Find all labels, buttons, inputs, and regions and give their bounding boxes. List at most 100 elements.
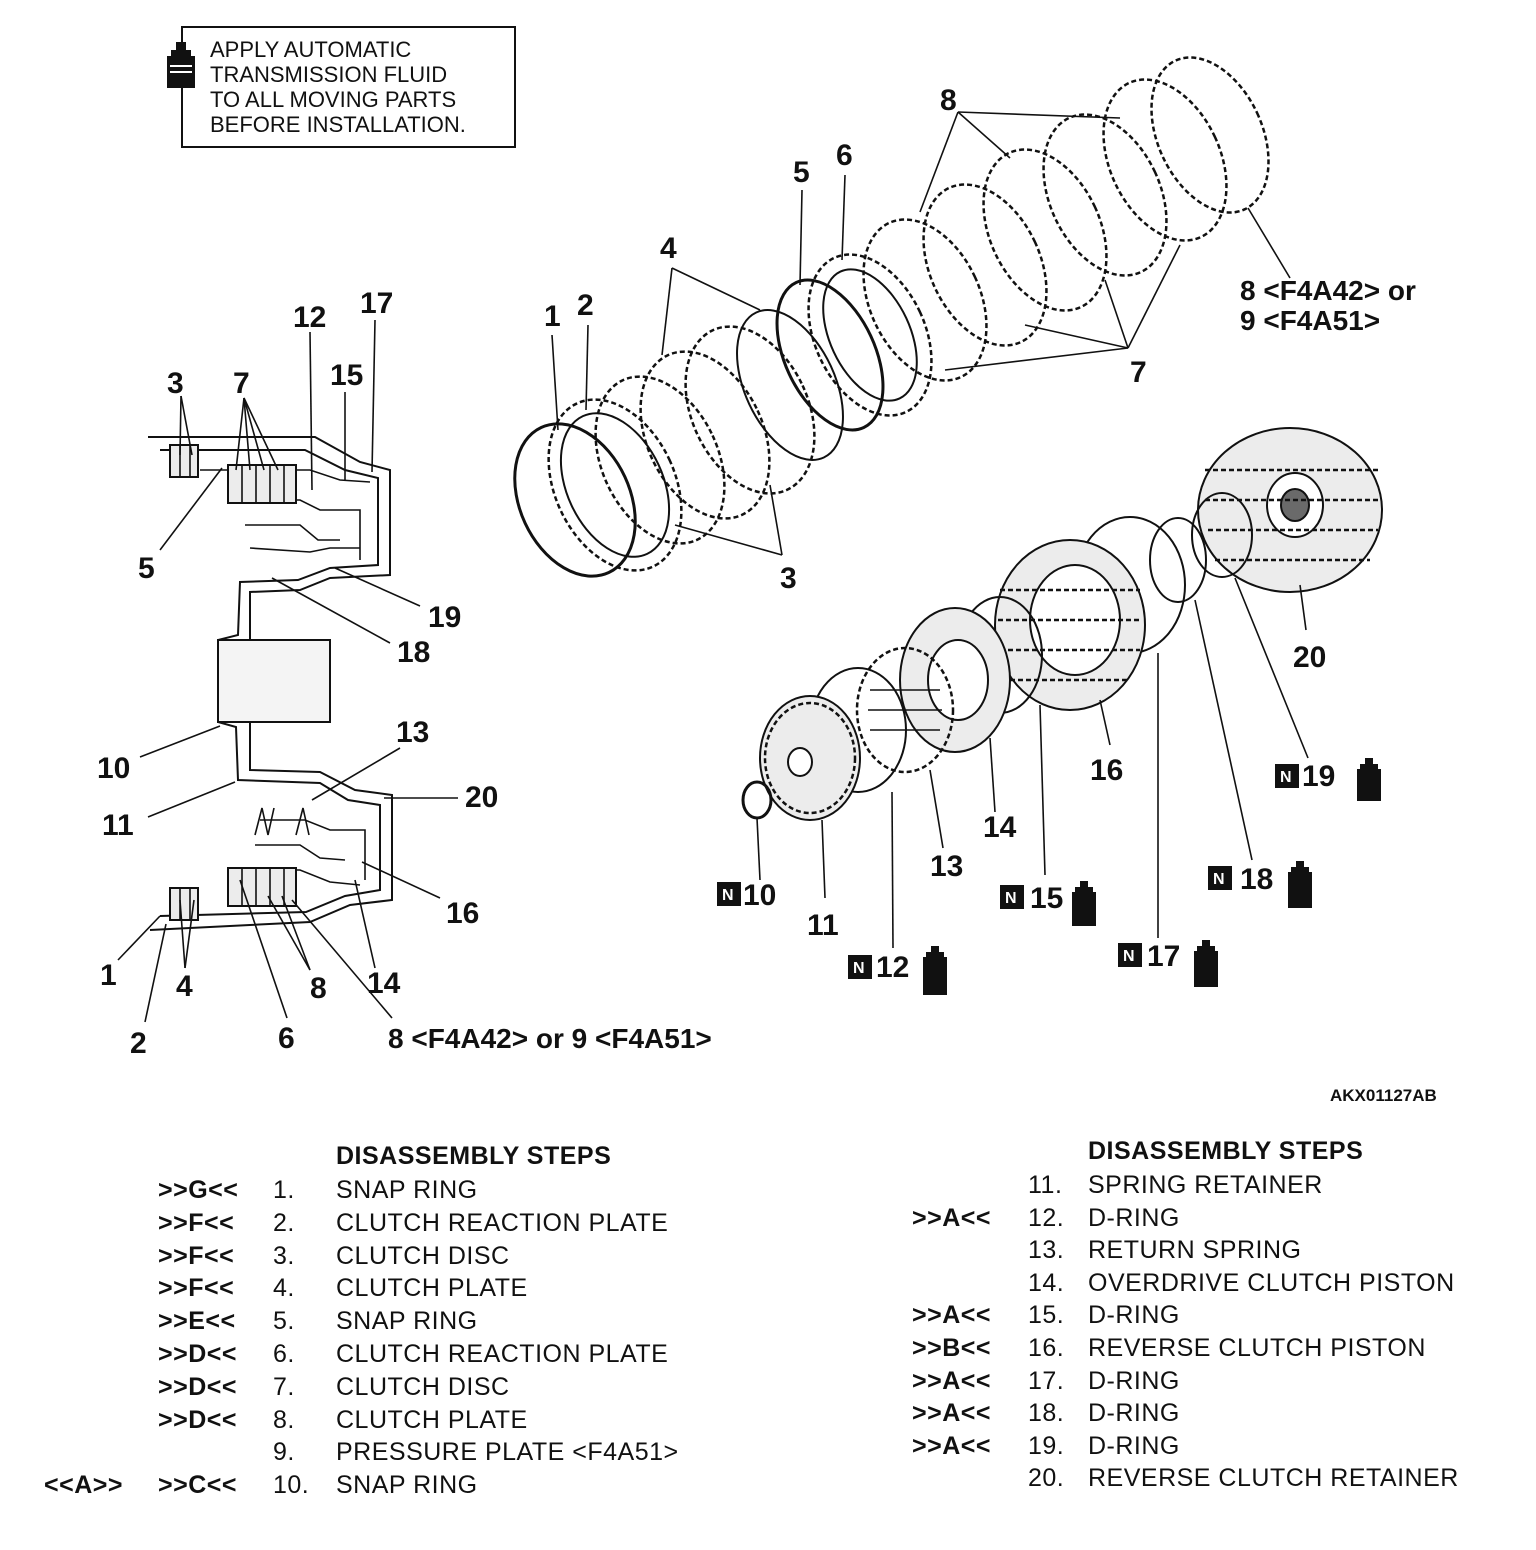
svg-text:19: 19 xyxy=(1302,760,1335,793)
note-line-4: BEFORE INSTALLATION. xyxy=(210,112,466,137)
cross-section-view xyxy=(117,319,458,1023)
svg-text:N: N xyxy=(1280,769,1292,786)
step-ref: >>A<< xyxy=(912,1399,991,1428)
callout-18-exploded: N 18 xyxy=(1208,861,1312,908)
step-number: 10. xyxy=(273,1471,310,1500)
callout-5-section: 5 xyxy=(138,552,155,585)
callout-20-exploded: 20 xyxy=(1293,641,1326,674)
step-row: 9. PRESSURE PLATE <F4A51> xyxy=(0,1438,760,1470)
step-number: 1. xyxy=(273,1176,295,1204)
step-row: >>D<<7.CLUTCH DISC xyxy=(0,1373,760,1405)
step-number: 11. xyxy=(1028,1171,1063,1199)
callout-11-section: 11 xyxy=(102,809,134,842)
step-ref: >>F<< xyxy=(158,1274,235,1303)
callout-16-exploded: 16 xyxy=(1090,754,1123,787)
svg-text:18: 18 xyxy=(1240,863,1273,896)
callout-12-section: 12 xyxy=(293,301,326,334)
callout-18-section: 18 xyxy=(397,636,430,669)
disassembly-steps-right: DISASSEMBLY STEPS 11.SPRING RETAINER>>A<… xyxy=(760,1135,1530,1505)
step-row: >>A<<17.D-RING xyxy=(760,1367,1530,1399)
step-number: 4. xyxy=(273,1274,295,1303)
callout-4-section: 4 xyxy=(176,970,193,1003)
step-row: >>D<<8.CLUTCH PLATE xyxy=(0,1406,760,1438)
step-row: 20.REVERSE CLUTCH RETAINER xyxy=(760,1464,1530,1496)
callout-13-exploded: 13 xyxy=(930,850,963,883)
clutch-pack-exploded xyxy=(513,56,1291,578)
callout-16-section: 16 xyxy=(446,897,479,930)
svg-text:N: N xyxy=(1005,890,1017,907)
svg-text:12: 12 xyxy=(876,951,909,984)
fluid-bottle-icon xyxy=(923,946,947,995)
svg-text:N: N xyxy=(722,887,734,904)
step-ref: >>B<< xyxy=(912,1334,991,1362)
steps-title-left: DISASSEMBLY STEPS xyxy=(336,1142,612,1170)
atf-note-box: APPLY AUTOMATIC TRANSMISSION FLUID TO AL… xyxy=(167,26,516,148)
note-line-1: APPLY AUTOMATIC xyxy=(210,37,411,62)
step-name: CLUTCH REACTION PLATE xyxy=(336,1340,669,1368)
step-name: RETURN SPRING xyxy=(1088,1236,1302,1265)
callout-1-exploded: 1 xyxy=(544,300,561,333)
fluid-bottle-icon xyxy=(167,42,195,88)
step-number: 13. xyxy=(1028,1236,1065,1265)
step-name: SPRING RETAINER xyxy=(1088,1171,1323,1199)
callout-19-section: 19 xyxy=(428,601,461,634)
callout-3-exploded: 3 xyxy=(780,562,797,595)
callout-7-exploded: 7 xyxy=(1130,356,1147,389)
callout-11-exploded: 11 xyxy=(807,909,839,942)
step-name: PRESSURE PLATE <F4A51> xyxy=(336,1438,679,1467)
step-name: CLUTCH PLATE xyxy=(336,1405,528,1434)
step-name: D-RING xyxy=(1088,1399,1180,1428)
callout-6-exploded: 6 xyxy=(836,139,853,172)
variant-note-top-line2: 9 <F4A51> xyxy=(1240,305,1380,336)
step-row: 11. SPRING RETAINER xyxy=(760,1171,1530,1203)
step-ref-secondary: <<A>> xyxy=(44,1471,123,1500)
step-row: >>F<<2.CLUTCH REACTION PLATE xyxy=(0,1209,760,1241)
callout-5-exploded: 5 xyxy=(793,156,810,189)
fluid-bottle-icon xyxy=(1357,758,1381,801)
callout-12-exploded: N 12 xyxy=(848,946,947,995)
step-ref: >>D<< xyxy=(158,1372,237,1401)
callout-17-exploded: N 17 xyxy=(1118,940,1218,987)
callout-3-section: 3 xyxy=(167,367,184,400)
callout-2-section: 2 xyxy=(130,1027,147,1060)
step-name: D-RING xyxy=(1088,1203,1180,1232)
step-number: 6. xyxy=(273,1340,295,1368)
callout-20-section: 20 xyxy=(465,781,498,814)
callout-15-section: 15 xyxy=(330,359,363,392)
svg-text:15: 15 xyxy=(1030,882,1063,915)
step-name: CLUTCH DISC xyxy=(336,1241,510,1270)
step-name: SNAP RING xyxy=(336,1307,478,1336)
step-name: SNAP RING xyxy=(336,1176,478,1204)
callout-10-exploded: N 10 xyxy=(717,879,776,912)
step-ref: >>C<< xyxy=(158,1471,237,1500)
step-number: 9. xyxy=(273,1438,295,1467)
svg-text:N: N xyxy=(1213,871,1225,888)
variant-note-bottom: 8 <F4A42> or 9 <F4A51> xyxy=(388,1023,712,1054)
disassembly-steps-left: DISASSEMBLY STEPS >>G<< 1. SNAP RING >>F<<2… xyxy=(0,1140,760,1510)
exploded-view-diagram: APPLY AUTOMATIC TRANSMISSION FLUID TO AL… xyxy=(97,26,1437,1105)
step-number: 5. xyxy=(273,1307,295,1336)
step-number: 8. xyxy=(273,1405,295,1434)
callout-14-section: 14 xyxy=(367,967,401,1000)
step-name: CLUTCH PLATE xyxy=(336,1274,528,1303)
fluid-bottle-icon xyxy=(1072,881,1096,926)
step-row: >>A<<18.D-RING xyxy=(760,1399,1530,1431)
svg-text:N: N xyxy=(853,960,865,977)
step-number: 15. xyxy=(1028,1301,1065,1330)
step-name: OVERDRIVE CLUTCH PISTON xyxy=(1088,1268,1455,1297)
step-name: D-RING xyxy=(1088,1431,1180,1460)
svg-text:10: 10 xyxy=(743,879,776,912)
fluid-bottle-icon xyxy=(1288,861,1312,908)
callout-15-exploded: N 15 xyxy=(1000,881,1096,926)
variant-note-top-line1: 8 <F4A42> or xyxy=(1240,275,1416,306)
step-number: 16. xyxy=(1028,1334,1065,1362)
step-row: >>A<<19.D-RING xyxy=(760,1432,1530,1464)
piston-assembly-exploded xyxy=(741,427,1383,949)
callout-8-section: 8 xyxy=(310,972,327,1005)
step-number: 3. xyxy=(273,1241,295,1270)
step-ref: >>G<< xyxy=(158,1176,239,1204)
step-row: >>G<< 1. SNAP RING xyxy=(0,1176,760,1208)
step-name: D-RING xyxy=(1088,1301,1180,1330)
note-line-3: TO ALL MOVING PARTS xyxy=(210,87,456,112)
figure-id: AKX01127AB xyxy=(1330,1086,1437,1105)
